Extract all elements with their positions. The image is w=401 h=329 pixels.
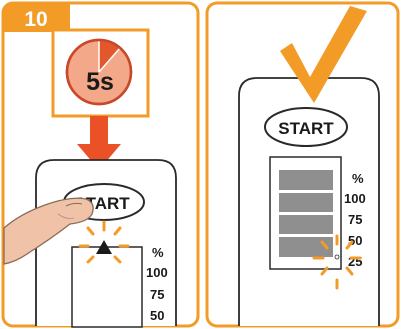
left-indicator-window [72, 247, 142, 327]
right-start-label: START [278, 119, 334, 138]
right-level-75: 75 [348, 212, 362, 227]
left-percent-symbol: % [152, 245, 164, 260]
right-level-100: 100 [344, 191, 366, 206]
right-panel: START % 100 75 50 25 [207, 3, 398, 326]
left-level-50: 50 [150, 308, 164, 323]
left-level-100: 100 [146, 265, 168, 280]
right-percent-symbol: % [352, 171, 364, 186]
right-level-25: 25 [348, 254, 362, 269]
battery-indicator-icon [279, 170, 339, 259]
step-number: 10 [24, 8, 47, 31]
left-panel: 10 5s START [3, 3, 198, 327]
timer-label: 5s [86, 68, 114, 96]
left-level-75: 75 [150, 287, 164, 302]
